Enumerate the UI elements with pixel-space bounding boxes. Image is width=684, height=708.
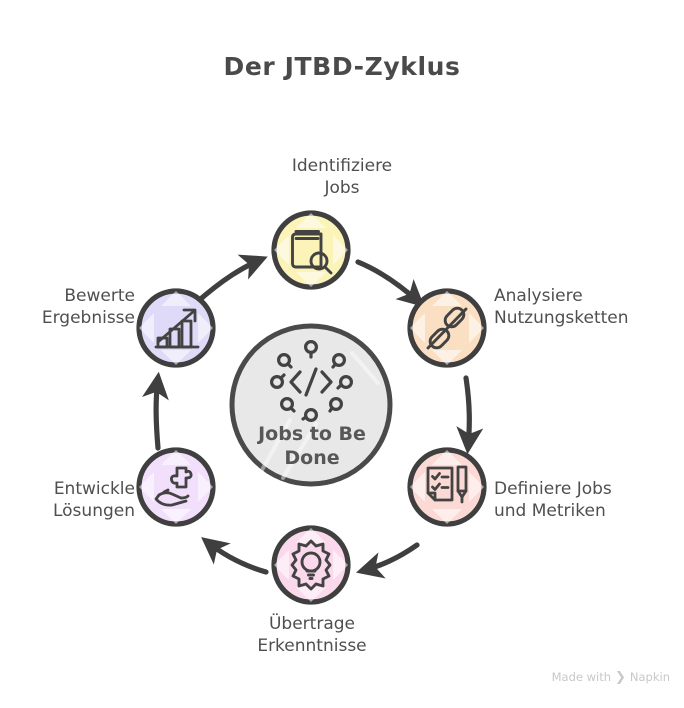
node-entwickle-loesungen[interactable] [136, 447, 216, 527]
hand-puzzle-icon [154, 466, 193, 507]
node-analysiere-nutzungsketten[interactable] [407, 288, 487, 368]
label-bewerte-ergebnisse: Bewerte Ergebnisse [41, 286, 135, 329]
arrow-entwickle-to-bewerte [142, 371, 169, 451]
watermark-prefix: Made with [551, 670, 611, 684]
label-uebertrage-erkenntnisse: Übertrage Erkenntnisse [257, 614, 367, 657]
arrow-analysiere-to-definiere [456, 375, 484, 455]
arrow-uebertrage-to-entwickle [201, 537, 269, 575]
label-entwickle-loesungen: Entwickle Lösungen [52, 479, 135, 522]
chain-link-icon [426, 306, 468, 350]
cycle-arrows [142, 254, 484, 579]
checklist-pen-icon [426, 465, 468, 504]
center-hub-label: Jobs to Be Done [258, 423, 366, 470]
code-network-icon [270, 340, 354, 423]
node-bewerte-ergebnisse[interactable] [136, 288, 216, 368]
label-identifiziere-jobs: Identifiziere Jobs [291, 156, 393, 199]
gear-lightbulb-icon [290, 539, 332, 591]
book-search-icon [291, 230, 333, 275]
label-analysiere-nutzungsketten: Analysiere Nutzungsketten [494, 286, 629, 329]
arrow-bewerte-to-identifiziere [193, 254, 268, 306]
napkin-watermark: Made with ❯ Napkin [552, 670, 670, 684]
arrow-identifiziere-to-analysiere [355, 259, 425, 308]
watermark-brand: Napkin [629, 670, 670, 684]
node-definiere-jobs-und-metriken[interactable] [407, 447, 487, 527]
label-definiere-jobs-und-metriken: Definiere Jobs und Metriken [494, 479, 612, 522]
page-title: Der JTBD-Zyklus [223, 52, 461, 81]
arrow-definiere-to-uebertrage [355, 542, 420, 579]
center-hub [229, 323, 393, 487]
bar-chart-growth-icon [154, 308, 200, 349]
node-identifiziere-jobs[interactable] [271, 210, 351, 290]
napkin-logo-icon: ❯ [615, 669, 626, 685]
node-uebertrage-erkenntnisse[interactable] [271, 525, 351, 605]
